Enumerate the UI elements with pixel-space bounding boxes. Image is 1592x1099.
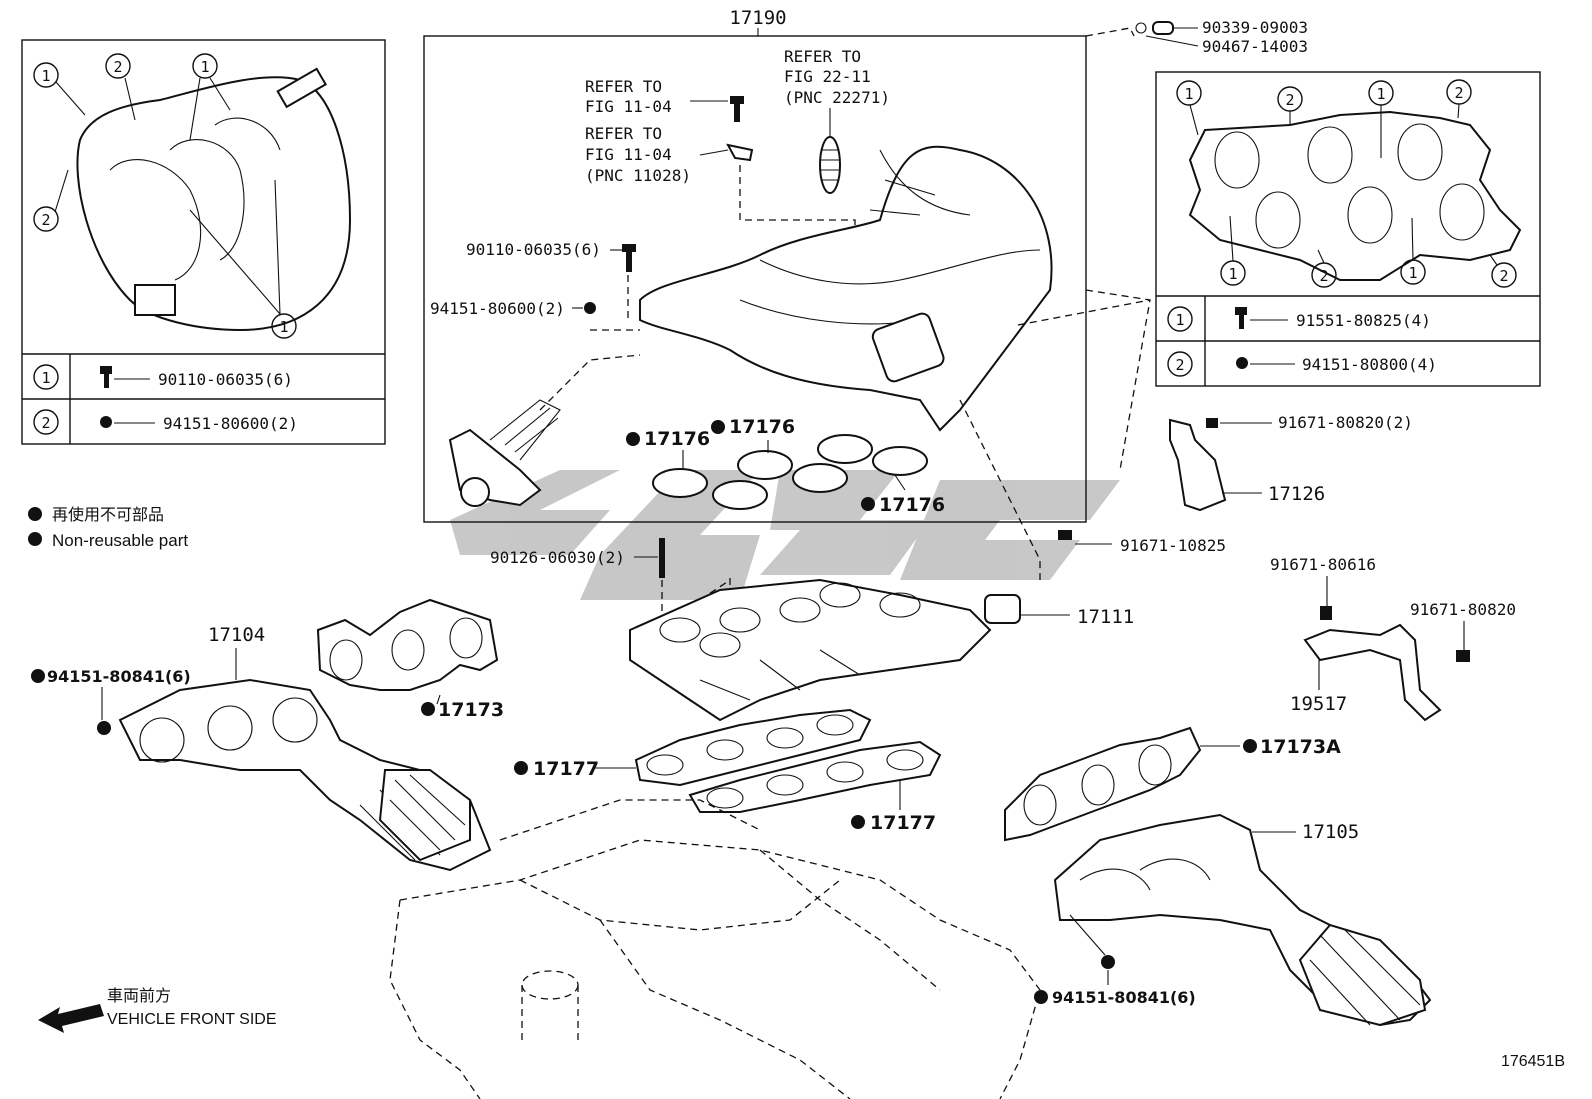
gasket-17173A: 17173A bbox=[1004, 726, 1341, 842]
refer-note-3-line3: (PNC 11028) bbox=[585, 166, 691, 185]
direction-jp: 車両前方 bbox=[107, 987, 171, 1005]
right-callout-2d: 2 bbox=[1499, 267, 1508, 285]
bracket-19517: 91671-80616 91671-80820 19517 bbox=[1270, 555, 1516, 722]
part-90467-14003-label: 90467-14003 bbox=[1202, 37, 1308, 56]
gasket-17173: 17173 bbox=[316, 598, 504, 721]
part-17190-label: 17190 bbox=[729, 7, 786, 29]
legend-en: Non-reusable part bbox=[52, 531, 188, 550]
part-91671-80616-label: 91671-80616 bbox=[1270, 555, 1376, 574]
left-table-part-1: 90110-06035(6) bbox=[158, 370, 293, 389]
part-17111-label: 17111 bbox=[1077, 606, 1134, 628]
part-94151-80841-right-label: 94151-80841(6) bbox=[1052, 988, 1196, 1007]
engine-block-outline bbox=[389, 799, 1041, 1099]
gasket-17176-c-label: 17176 bbox=[879, 494, 945, 516]
exhaust-manifold-right: 17105 94151-80841(6) bbox=[1034, 813, 1432, 1027]
right-table-part-2: 94151-80800(4) bbox=[1302, 355, 1437, 374]
left-callout-1b: 1 bbox=[200, 58, 209, 76]
left-callout-2a: 2 bbox=[113, 58, 122, 76]
part-17173-label: 17173 bbox=[438, 699, 504, 721]
fasteners-top-right: 90339-09003 90467-14003 bbox=[1135, 18, 1308, 56]
part-17177-a-label: 17177 bbox=[533, 758, 599, 780]
arrow-left-icon bbox=[38, 1004, 104, 1033]
part-91671-10825-label: 91671-10825 bbox=[1120, 536, 1226, 555]
part-19517-label: 19517 bbox=[1290, 693, 1347, 715]
nut-icon bbox=[1236, 357, 1248, 369]
part-17126-label: 17126 bbox=[1268, 483, 1325, 505]
right-callout-2c: 2 bbox=[1319, 267, 1328, 285]
part-94151-80841-left-label: 94151-80841(6) bbox=[47, 667, 191, 686]
right-callout-1c: 1 bbox=[1228, 265, 1237, 283]
left-callout-1a: 1 bbox=[41, 67, 50, 85]
refer-note-2-line1: REFER TO bbox=[585, 77, 662, 96]
right-callout-2a: 2 bbox=[1285, 91, 1294, 109]
gaskets-17177: 17177 17177 bbox=[514, 708, 942, 834]
refer-note-3-line1: REFER TO bbox=[585, 124, 662, 143]
part-91671-80820-label: 91671-80820 bbox=[1410, 600, 1516, 619]
right-table-num-2: 2 bbox=[1175, 356, 1184, 374]
right-table-part-1: 91551-80825(4) bbox=[1296, 311, 1431, 330]
lower-intake-manifold: 90126-06030(2) 17111 91671-10825 bbox=[490, 530, 1226, 722]
right-table-num-1: 1 bbox=[1175, 311, 1184, 329]
part-91671-80820-2-label: 91671-80820(2) bbox=[1278, 413, 1413, 432]
refer-note-1-line2: FIG 22-11 bbox=[784, 67, 871, 86]
vehicle-front-direction: 車両前方 VEHICLE FRONT SIDE bbox=[38, 987, 277, 1033]
gasket-17176-a-label: 17176 bbox=[644, 428, 710, 450]
part-90126-06030-label: 90126-06030(2) bbox=[490, 548, 625, 567]
refer-note-1-line1: REFER TO bbox=[784, 47, 861, 66]
right-callout-1a: 1 bbox=[1184, 85, 1193, 103]
bolt-icon bbox=[100, 366, 112, 388]
part-17177-b-label: 17177 bbox=[870, 812, 936, 834]
part-17104-label: 17104 bbox=[208, 624, 265, 646]
bolt-icon bbox=[1235, 307, 1247, 329]
part-94151-80600-label: 94151-80600(2) bbox=[430, 299, 565, 318]
gasket-17176-b-label: 17176 bbox=[729, 416, 795, 438]
left-table-num-2: 2 bbox=[41, 414, 50, 432]
left-table-part-2: 94151-80600(2) bbox=[163, 414, 298, 433]
part-17105-label: 17105 bbox=[1302, 821, 1359, 843]
refer-note-3-line2: FIG 11-04 bbox=[585, 145, 672, 164]
left-inset: 1 2 1 2 1 1 2 90110-06035(6) 94151-80600… bbox=[21, 39, 386, 445]
watermark-logo bbox=[450, 470, 1120, 600]
refer-note-1-line3: (PNC 22271) bbox=[784, 88, 890, 107]
intake-plenum-group: 17190 REFER TO FIG 22-11 (PNC 22271) REF… bbox=[423, 7, 1087, 523]
bracket-17126: 91671-80820(2) 17126 bbox=[1169, 413, 1413, 512]
left-table-num-1: 1 bbox=[41, 369, 50, 387]
nut-icon bbox=[100, 416, 112, 428]
left-callout-1c: 1 bbox=[279, 318, 288, 336]
part-17173A-label: 17173A bbox=[1260, 736, 1341, 758]
legend-jp: 再使用不可部品 bbox=[52, 506, 164, 524]
right-inset: 1 2 1 2 1 2 1 2 1 2 91551-80825(4) 94151… bbox=[1155, 71, 1541, 387]
part-90110-06035-label: 90110-06035(6) bbox=[466, 240, 601, 259]
figure-id: 176451B bbox=[1501, 1053, 1565, 1070]
left-callout-2b: 2 bbox=[41, 211, 50, 229]
right-callout-1d: 1 bbox=[1408, 264, 1417, 282]
right-callout-1b: 1 bbox=[1376, 85, 1385, 103]
part-90339-09003-label: 90339-09003 bbox=[1202, 18, 1308, 37]
direction-en: VEHICLE FRONT SIDE bbox=[107, 1011, 277, 1028]
exhaust-manifold-left: 17104 94151-80841(6) bbox=[31, 624, 492, 872]
refer-note-2-line2: FIG 11-04 bbox=[585, 97, 672, 116]
right-callout-2b: 2 bbox=[1454, 84, 1463, 102]
legend: 再使用不可部品 Non-reusable part bbox=[28, 506, 188, 550]
